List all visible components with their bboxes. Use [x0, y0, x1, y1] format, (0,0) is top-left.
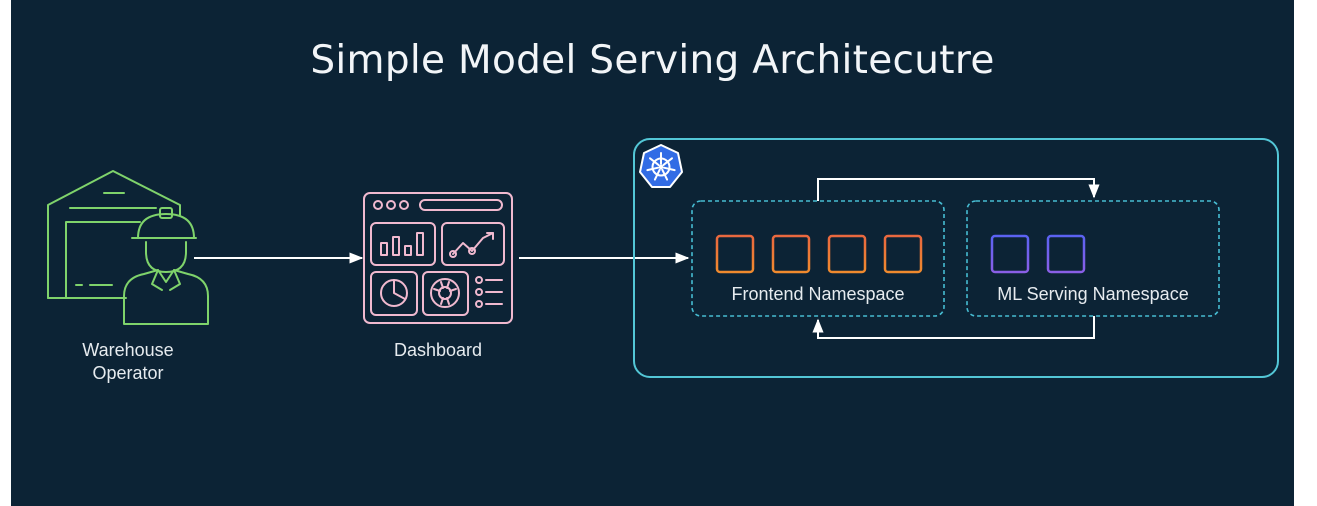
- ml-serving-pod-2: [1046, 234, 1086, 274]
- warehouse-operator-icon: [47, 170, 209, 325]
- operator-label-line1: Warehouse: [82, 340, 174, 360]
- frontend-pod-3: [827, 234, 867, 274]
- frontend-namespace-label: Frontend Namespace: [731, 284, 905, 304]
- kubernetes-icon: [639, 144, 683, 188]
- arrow-ml-to-frontend: [812, 316, 1095, 339]
- operator-label-line2: Operator: [92, 363, 164, 383]
- diagram-title: Simple Model Serving Architecutre: [310, 38, 995, 83]
- ml-serving-pods: [990, 234, 1086, 274]
- kubernetes-cluster-box: [633, 138, 1279, 378]
- arrow-frontend-to-ml: [817, 178, 1100, 201]
- frontend-pod-1: [715, 234, 755, 274]
- dashboard-icon: [363, 192, 513, 324]
- frontend-pods: [715, 234, 923, 274]
- slide-background: [11, 0, 1294, 506]
- frontend-namespace-box: [691, 200, 945, 317]
- operator-label: Warehouse Operator: [58, 339, 198, 385]
- ml-serving-namespace-label: ML Serving Namespace: [997, 284, 1189, 304]
- ml-serving-pod-1: [990, 234, 1030, 274]
- dashboard-label: Dashboard: [393, 340, 483, 360]
- frontend-pod-2: [771, 234, 811, 274]
- frontend-pod-4: [883, 234, 923, 274]
